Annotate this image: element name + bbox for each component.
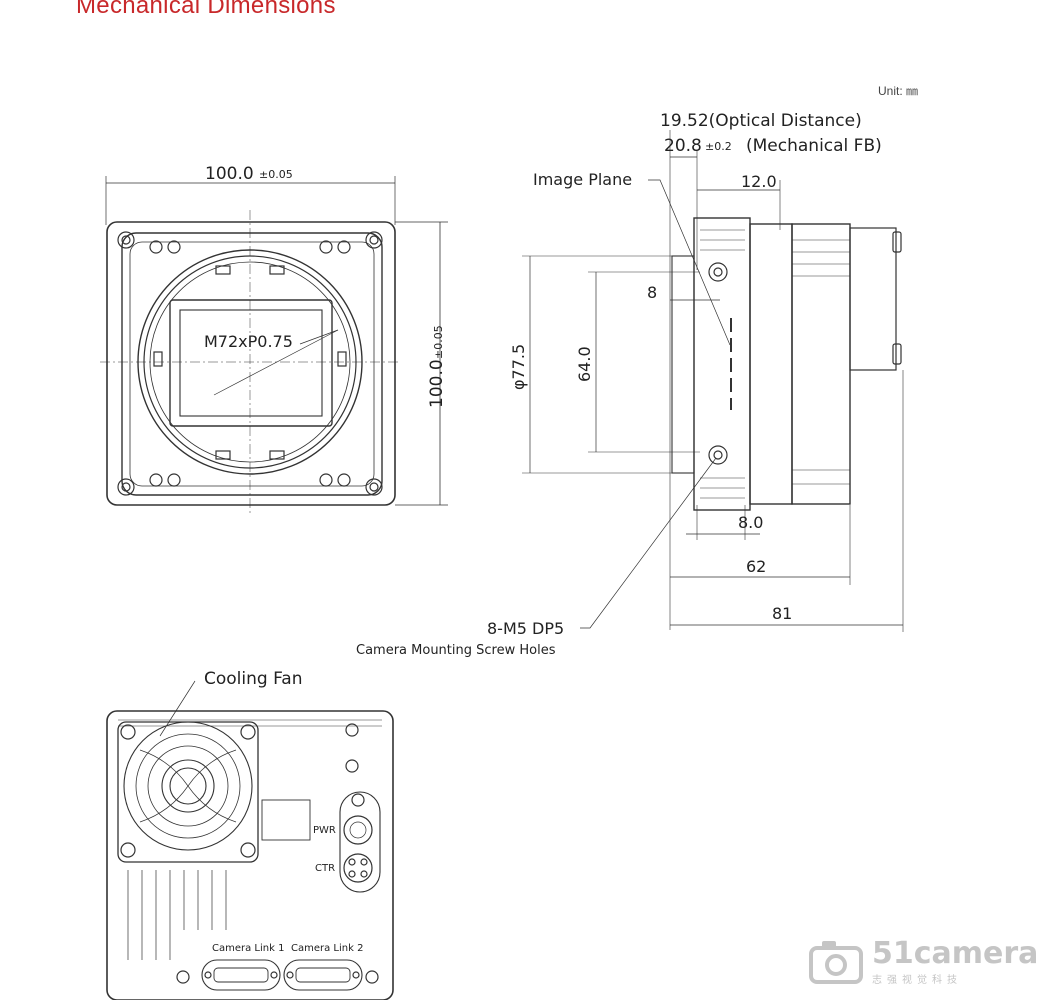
dim-81: 81 <box>772 604 792 623</box>
drawing-canvas: 100.0 ±0.05 M72xP0.75 100.0 ±0.05 19.52(… <box>100 111 904 1000</box>
pwr-label: PWR <box>313 825 336 836</box>
watermark-brand: 51camera <box>872 935 1038 971</box>
mechanical-fb-tol: ±0.2 <box>705 140 732 153</box>
watermark-sub: 志强视觉科技 <box>872 974 962 986</box>
cooling-fan-label: Cooling Fan <box>204 669 303 689</box>
dim-8-0: 8.0 <box>738 513 763 532</box>
camera-logo-icon <box>809 941 863 984</box>
page-title: Mechanical Dimensions <box>76 0 336 19</box>
dim-8: 8 <box>647 283 657 302</box>
mount-label: M72xP0.75 <box>204 332 293 351</box>
unit-label: Unit: ㎜ <box>878 84 919 98</box>
mechanical-fb-value: 20.8 <box>664 136 702 156</box>
watermark: 51camera 志强视觉科技 <box>808 938 1038 986</box>
screw-holes-label: 8-M5 DP5 <box>487 619 564 638</box>
front-height-dim: 100.0 <box>427 359 447 408</box>
front-width-tol: ±0.05 <box>259 168 293 181</box>
side-view <box>522 130 904 632</box>
front-height-tol: ±0.05 <box>432 325 445 359</box>
screw-holes-desc: Camera Mounting Screw Holes <box>356 643 556 658</box>
ctr-label: CTR <box>315 863 335 874</box>
mechanical-fb-label: (Mechanical FB) <box>746 136 882 156</box>
image-plane-label: Image Plane <box>533 170 632 189</box>
dim-62: 62 <box>746 557 766 576</box>
dim-phi: φ77.5 <box>509 344 528 390</box>
camera-link-2-label: Camera Link 2 <box>291 943 363 954</box>
camera-link-1-label: Camera Link 1 <box>212 943 284 954</box>
dim-12: 12.0 <box>741 172 777 191</box>
rear-view <box>106 680 394 1000</box>
front-width-dim: 100.0 <box>205 164 254 184</box>
dim-64: 64.0 <box>575 346 594 382</box>
optical-distance-label: 19.52(Optical Distance) <box>660 111 862 131</box>
front-view <box>100 176 448 515</box>
